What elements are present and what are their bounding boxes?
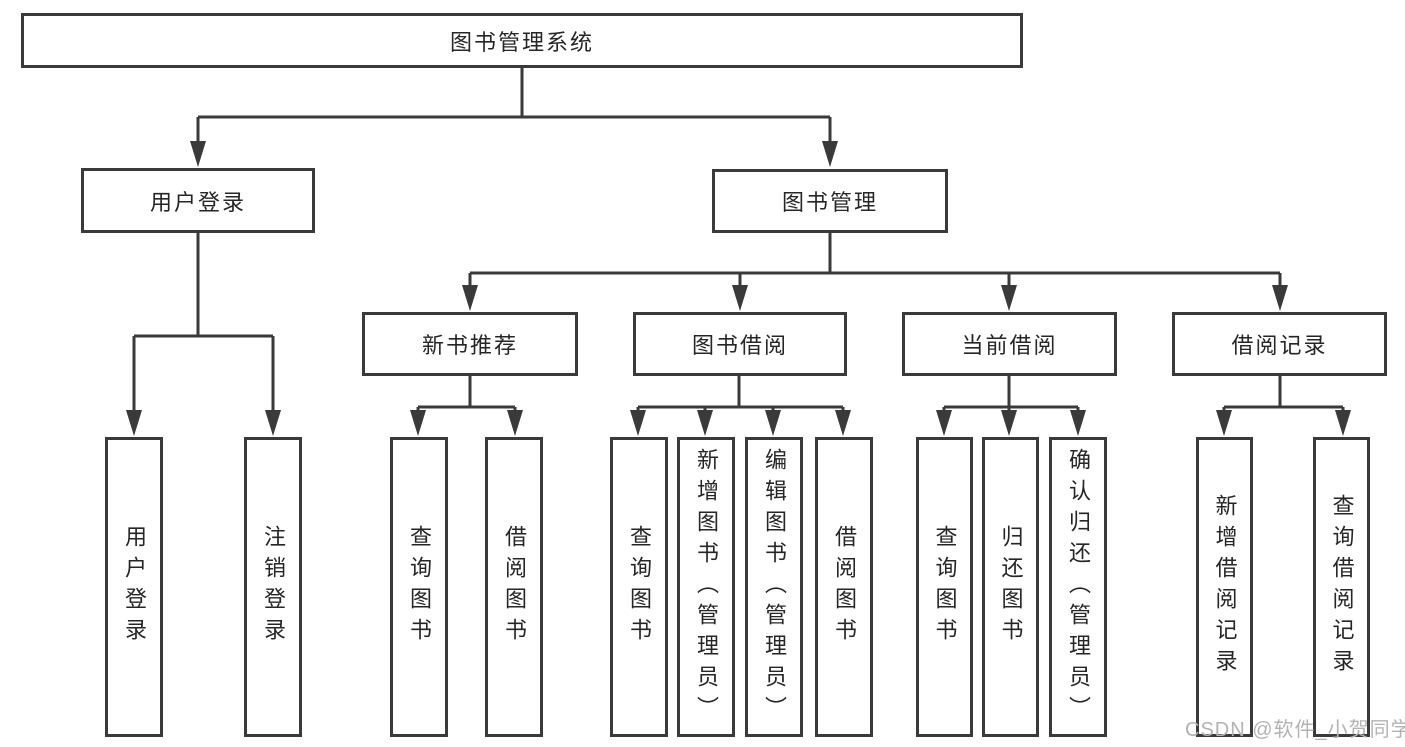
arrowhead (765, 410, 781, 436)
node-book-borrow: 图书借阅 (633, 312, 847, 376)
leaf-borrow-add-books-admin: 新增图书（管理员） (677, 437, 735, 737)
arrowhead (1272, 285, 1288, 311)
arrowhead (462, 285, 478, 311)
leaf-records-add-record: 新增借阅记录 (1196, 437, 1253, 737)
node-book-management: 图书管理 (712, 169, 948, 233)
arrowhead (1001, 410, 1017, 436)
arrowhead (410, 410, 426, 436)
arrowhead (1216, 410, 1232, 436)
arrowhead (630, 410, 646, 436)
leaf-user-login: 用户登录 (105, 437, 163, 737)
arrowhead (732, 285, 748, 311)
leaf-recommend-query-books: 查询图书 (390, 437, 448, 737)
arrowhead (936, 410, 952, 436)
watermark: CSDN @软件_小贺同学 (1185, 719, 1405, 741)
leaf-recommend-borrow-books: 借阅图书 (485, 437, 543, 737)
node-root: 图书管理系统 (21, 13, 1023, 68)
arrowhead (1335, 410, 1351, 436)
arrowhead (835, 410, 851, 436)
arrowhead (126, 410, 142, 436)
node-current-borrow: 当前借阅 (902, 312, 1117, 376)
node-borrow-records: 借阅记录 (1172, 312, 1387, 376)
leaf-current-return-books: 归还图书 (982, 437, 1039, 737)
arrowhead (1070, 410, 1086, 436)
leaf-current-query-books: 查询图书 (916, 437, 973, 737)
leaf-records-query-record: 查询借阅记录 (1313, 437, 1370, 737)
arrowhead (265, 410, 281, 436)
leaf-current-confirm-return-admin: 确认归还（管理员） (1049, 437, 1107, 737)
arrowhead (1001, 285, 1017, 311)
leaf-borrow-borrow-books: 借阅图书 (815, 437, 873, 737)
leaf-borrow-query-books: 查询图书 (610, 437, 668, 737)
node-user-login: 用户登录 (81, 168, 315, 233)
leaf-borrow-edit-books-admin: 编辑图书（管理员） (745, 437, 803, 737)
arrowhead (190, 141, 206, 167)
arrowhead (822, 141, 838, 167)
leaf-logout: 注销登录 (244, 437, 302, 737)
arrowhead (697, 410, 713, 436)
node-new-book-recommend: 新书推荐 (362, 312, 578, 376)
arrowhead (507, 410, 523, 436)
